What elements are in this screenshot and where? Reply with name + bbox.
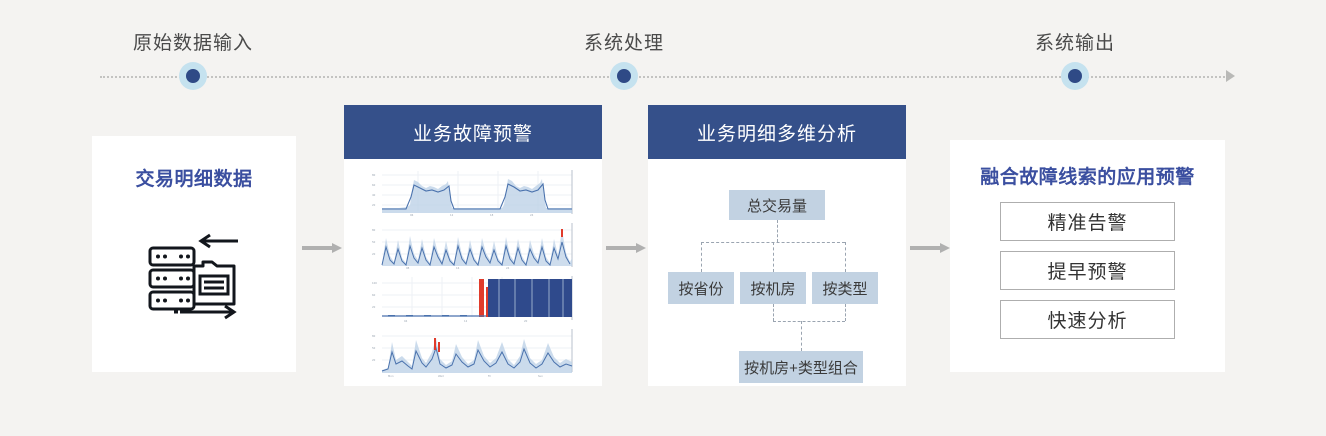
svg-text:24: 24 <box>530 213 534 217</box>
tree-edge-type-down <box>845 304 846 321</box>
svg-text:Mon: Mon <box>388 374 394 378</box>
output-item-list: 精准告警 提早预警 快速分析 <box>1000 202 1175 349</box>
card-fault-alert[interactable]: 业务故障预警 <box>344 105 602 386</box>
output-item-early-warning[interactable]: 提早预警 <box>1000 251 1175 290</box>
timeline-label-process: 系统处理 <box>583 33 665 54</box>
svg-text:50: 50 <box>372 240 376 244</box>
svg-text:20: 20 <box>372 252 376 256</box>
tree-edge-to-type <box>845 242 846 272</box>
svg-text:18: 18 <box>490 213 494 217</box>
svg-text:20: 20 <box>372 305 376 309</box>
card-output[interactable]: 融合故障线索的应用预警 精准告警 提早预警 快速分析 <box>950 140 1225 372</box>
timeline-dot-icon <box>1068 69 1082 83</box>
svg-text:06: 06 <box>410 213 414 217</box>
tree-edge-to-combo <box>801 321 802 351</box>
svg-text:16: 16 <box>456 266 460 270</box>
tree-node-room-type-combo[interactable]: 按机房+类型组合 <box>739 351 863 383</box>
tree-edge-to-room <box>773 242 774 272</box>
timeline-label-output: 系统输出 <box>1034 33 1116 54</box>
svg-text:20: 20 <box>372 358 376 362</box>
svg-text:08: 08 <box>406 266 410 270</box>
svg-text:12: 12 <box>450 213 454 217</box>
svg-text:Fri: Fri <box>488 374 491 378</box>
timeline-label-input: 原始数据输入 <box>132 33 254 54</box>
arrow-multidim-to-output-icon <box>910 243 950 253</box>
chart-4-volatile-series: 80 50 20 Mon Wed Fri Sun <box>366 326 580 378</box>
tree-node-by-room[interactable]: 按机房 <box>740 272 806 304</box>
svg-text:20: 20 <box>524 319 528 323</box>
chart-2-spiky-series: 80 50 20 08 16 24 <box>366 220 580 270</box>
arrow-alert-to-multidim-icon <box>606 243 646 253</box>
svg-text:20: 20 <box>372 203 376 207</box>
arrow-data-to-alert-icon <box>302 243 342 253</box>
card-fault-alert-header: 业务故障预警 <box>344 105 602 159</box>
svg-text:60: 60 <box>372 293 376 297</box>
svg-text:Sun: Sun <box>538 374 543 378</box>
tree-node-by-province[interactable]: 按省份 <box>668 272 734 304</box>
dimension-tree: 总交易量 按省份 按机房 按类型 按机房+类型组合 <box>648 159 906 386</box>
tree-node-by-type[interactable]: 按类型 <box>812 272 878 304</box>
svg-text:80: 80 <box>372 228 376 232</box>
svg-text:80: 80 <box>372 173 376 177</box>
card-multi-dim-analysis[interactable]: 业务明细多维分析 总交易量 按省份 按机房 按类型 按机房+类型组合 <box>648 105 906 386</box>
timeline-arrow-icon <box>1226 70 1235 82</box>
card-data-source-title: 交易明细数据 <box>135 169 253 190</box>
svg-text:60: 60 <box>372 183 376 187</box>
card-multi-dim-header: 业务明细多维分析 <box>648 105 906 159</box>
svg-text:12: 12 <box>464 319 468 323</box>
svg-text:100: 100 <box>372 281 377 285</box>
svg-text:24: 24 <box>506 266 510 270</box>
timeline-track <box>100 76 1228 78</box>
tree-edge-root-stub <box>777 220 778 242</box>
svg-text:Wed: Wed <box>438 374 444 378</box>
svg-text:50: 50 <box>372 346 376 350</box>
output-item-precise-alarm[interactable]: 精准告警 <box>1000 202 1175 241</box>
server-database-document-icon <box>146 232 242 325</box>
chart-panel: 80 60 40 20 06 12 18 24 <box>366 167 580 379</box>
output-item-fast-analysis[interactable]: 快速分析 <box>1000 300 1175 339</box>
tree-node-total-volume[interactable]: 总交易量 <box>729 190 825 220</box>
svg-text:40: 40 <box>372 193 376 197</box>
svg-text:80: 80 <box>372 334 376 338</box>
chart-1-daily-volume: 80 60 40 20 06 12 18 24 <box>366 167 580 217</box>
timeline-dot-icon <box>186 69 200 83</box>
card-data-source[interactable]: 交易明细数据 <box>92 136 296 372</box>
card-output-title: 融合故障线索的应用预警 <box>980 167 1195 188</box>
timeline-dot-icon <box>617 69 631 83</box>
tree-edge-merge-bus <box>773 321 845 322</box>
tree-edge-room-down <box>773 304 774 321</box>
tree-edge-to-province <box>701 242 702 272</box>
chart-3-failure-burst: 100 60 20 04 12 20 <box>366 273 580 323</box>
svg-text:04: 04 <box>404 319 408 323</box>
